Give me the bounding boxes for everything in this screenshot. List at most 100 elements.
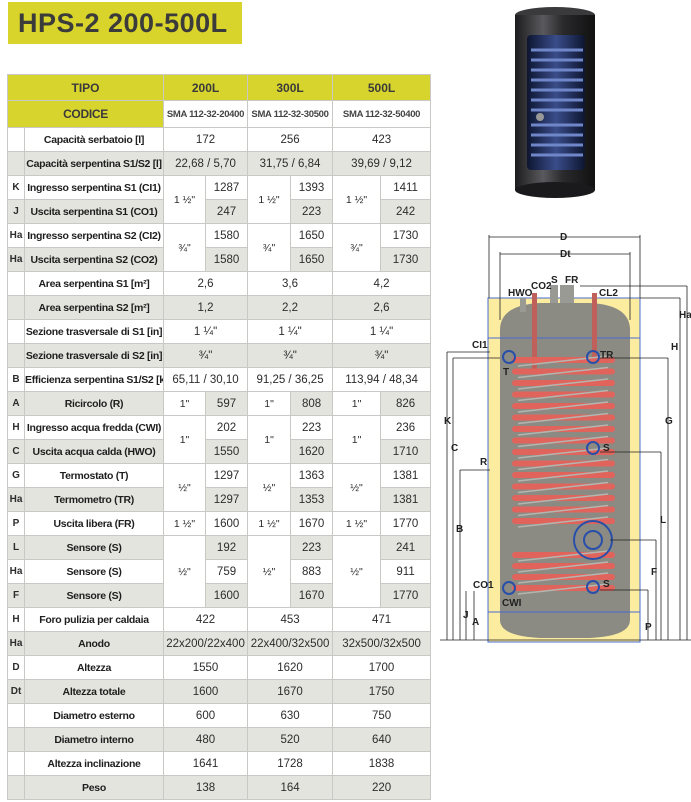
cell-value: 223: [290, 199, 334, 224]
cell-value: 1650: [290, 247, 334, 272]
row-label: Termostato (T): [23, 463, 165, 488]
dimension-letter: L: [7, 535, 25, 560]
fitting-size: ½": [163, 535, 207, 608]
cell-value: 480: [163, 727, 249, 752]
dimension-letter: P: [7, 511, 25, 536]
coil-back-turn: [517, 435, 609, 448]
cell-value: 1650: [290, 223, 334, 248]
cell-value: 1670: [290, 583, 334, 608]
row-label: Ricircolo (R): [23, 391, 165, 416]
fitting-size: 1 ½": [247, 511, 292, 536]
model-header: 200L: [163, 74, 249, 101]
dimension-letter: C: [7, 439, 25, 464]
row-label: Ingresso serpentina S1 (CI1): [23, 175, 165, 200]
cell-value: 223: [290, 535, 334, 560]
dim-label: P: [645, 622, 652, 633]
fitting-size: 1": [247, 391, 292, 416]
connection-label: CWI: [502, 598, 522, 609]
row-label: Sensore (S): [23, 535, 165, 560]
coil-back-turn: [517, 424, 609, 436]
dim-label: A: [472, 617, 479, 628]
coil-back-turn: [517, 550, 609, 562]
fitting-size: 1 ½": [247, 175, 292, 224]
cell-value: 172: [163, 127, 249, 152]
sensor-fitting-icon: [586, 441, 600, 455]
cell-value: 1670: [247, 679, 334, 704]
cell-value: 113,94 / 48,34: [332, 367, 432, 392]
model-header: 300L: [247, 74, 334, 101]
connection-label: HWO: [508, 288, 533, 299]
cell-value: 640: [332, 727, 432, 752]
row-label: Altezza: [23, 655, 165, 680]
dim-label: F: [651, 567, 657, 578]
fitting-size: ½": [332, 535, 382, 608]
dimension-letter: Ha: [7, 223, 25, 248]
cell-value: 2,6: [332, 295, 432, 320]
cell-value: 223: [290, 415, 334, 440]
cell-value: 1411: [380, 175, 432, 200]
connection-label: CO2: [531, 281, 552, 292]
dimension-letter: B: [7, 367, 25, 392]
coil-back-turn: [517, 378, 609, 390]
model-code: SMA 112-32-30500: [247, 100, 334, 128]
row-label: Altezza inclinazione: [23, 751, 165, 776]
row-label: Ingresso acqua fredda (CWI): [23, 415, 165, 440]
row-label: Sezione trasversale di S1 [in]: [23, 319, 165, 344]
cell-value: 1580: [205, 223, 249, 248]
dimension-letter: H: [7, 415, 25, 440]
spec-table: TIPO 200L 300L 500L CODICE SMA 112-32-20…: [6, 74, 432, 800]
code-row: CODICE SMA 112-32-20400 SMA 112-32-30500…: [6, 100, 432, 128]
row-label: Diametro interno: [23, 727, 165, 752]
cell-value: 202: [205, 415, 249, 440]
dimension-letter: [7, 343, 25, 368]
codice-label: CODICE: [6, 100, 165, 128]
model-code: SMA 112-32-20400: [163, 100, 249, 128]
cell-value: 1600: [205, 583, 249, 608]
cell-value: 2,6: [163, 271, 249, 296]
fitting-size: ¾": [247, 223, 292, 272]
thermometer-fitting-icon: [586, 350, 600, 364]
cell-value: 1550: [163, 655, 249, 680]
cell-value: 1353: [290, 487, 334, 512]
cell-value: 826: [380, 391, 432, 416]
fitting-size: 1": [163, 391, 207, 416]
cell-value: 808: [290, 391, 334, 416]
coil-back-turn: [517, 572, 609, 584]
dimension-letter: [7, 703, 25, 728]
dimension-letter: F: [7, 583, 25, 608]
fitting-size: ¾": [332, 223, 382, 272]
cell-value: 1600: [163, 679, 249, 704]
row-label: Area serpentina S1 [m²]: [23, 271, 165, 296]
connection-label: S: [603, 443, 610, 454]
cell-value: 22x400/32x500: [247, 631, 334, 656]
dim-label: Ha: [679, 310, 691, 321]
dimension-letter: Ha: [7, 487, 25, 512]
dimension-letter: [7, 295, 25, 320]
row-label: Uscita serpentina S2 (CO2): [23, 247, 165, 272]
cell-value: 1838: [332, 751, 432, 776]
row-label: Foro pulizia per caldaia: [23, 607, 165, 632]
cell-value: 1730: [380, 247, 432, 272]
dim-label: L: [660, 515, 666, 526]
connection-label: T: [503, 367, 509, 378]
cell-value: 241: [380, 535, 432, 560]
cell-value: 750: [332, 703, 432, 728]
cell-value: 1670: [290, 511, 334, 536]
cell-value: 911: [380, 559, 432, 584]
fitting-size: 1": [247, 415, 292, 464]
coil-back-turn: [517, 561, 609, 573]
row-label: Altezza totale: [23, 679, 165, 704]
cell-value: 256: [247, 127, 334, 152]
connection-label: CO1: [473, 580, 494, 591]
